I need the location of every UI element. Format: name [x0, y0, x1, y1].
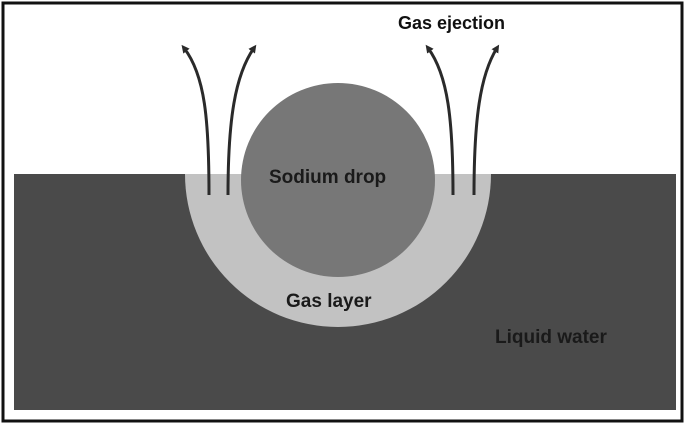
gas-ejection-label: Gas ejection [398, 13, 506, 33]
gas-ejection-arrow [425, 44, 455, 196]
gas-ejection-arrow [226, 44, 257, 196]
gas-ejection-arrow [181, 44, 211, 196]
sodium-drop-circle [241, 83, 435, 277]
liquid-water-label: Liquid water [495, 327, 607, 348]
gas-ejection-arrow [472, 44, 500, 196]
gas-layer-label: Gas layer [286, 291, 372, 312]
sodium-drop-label: Sodium drop [269, 167, 387, 188]
